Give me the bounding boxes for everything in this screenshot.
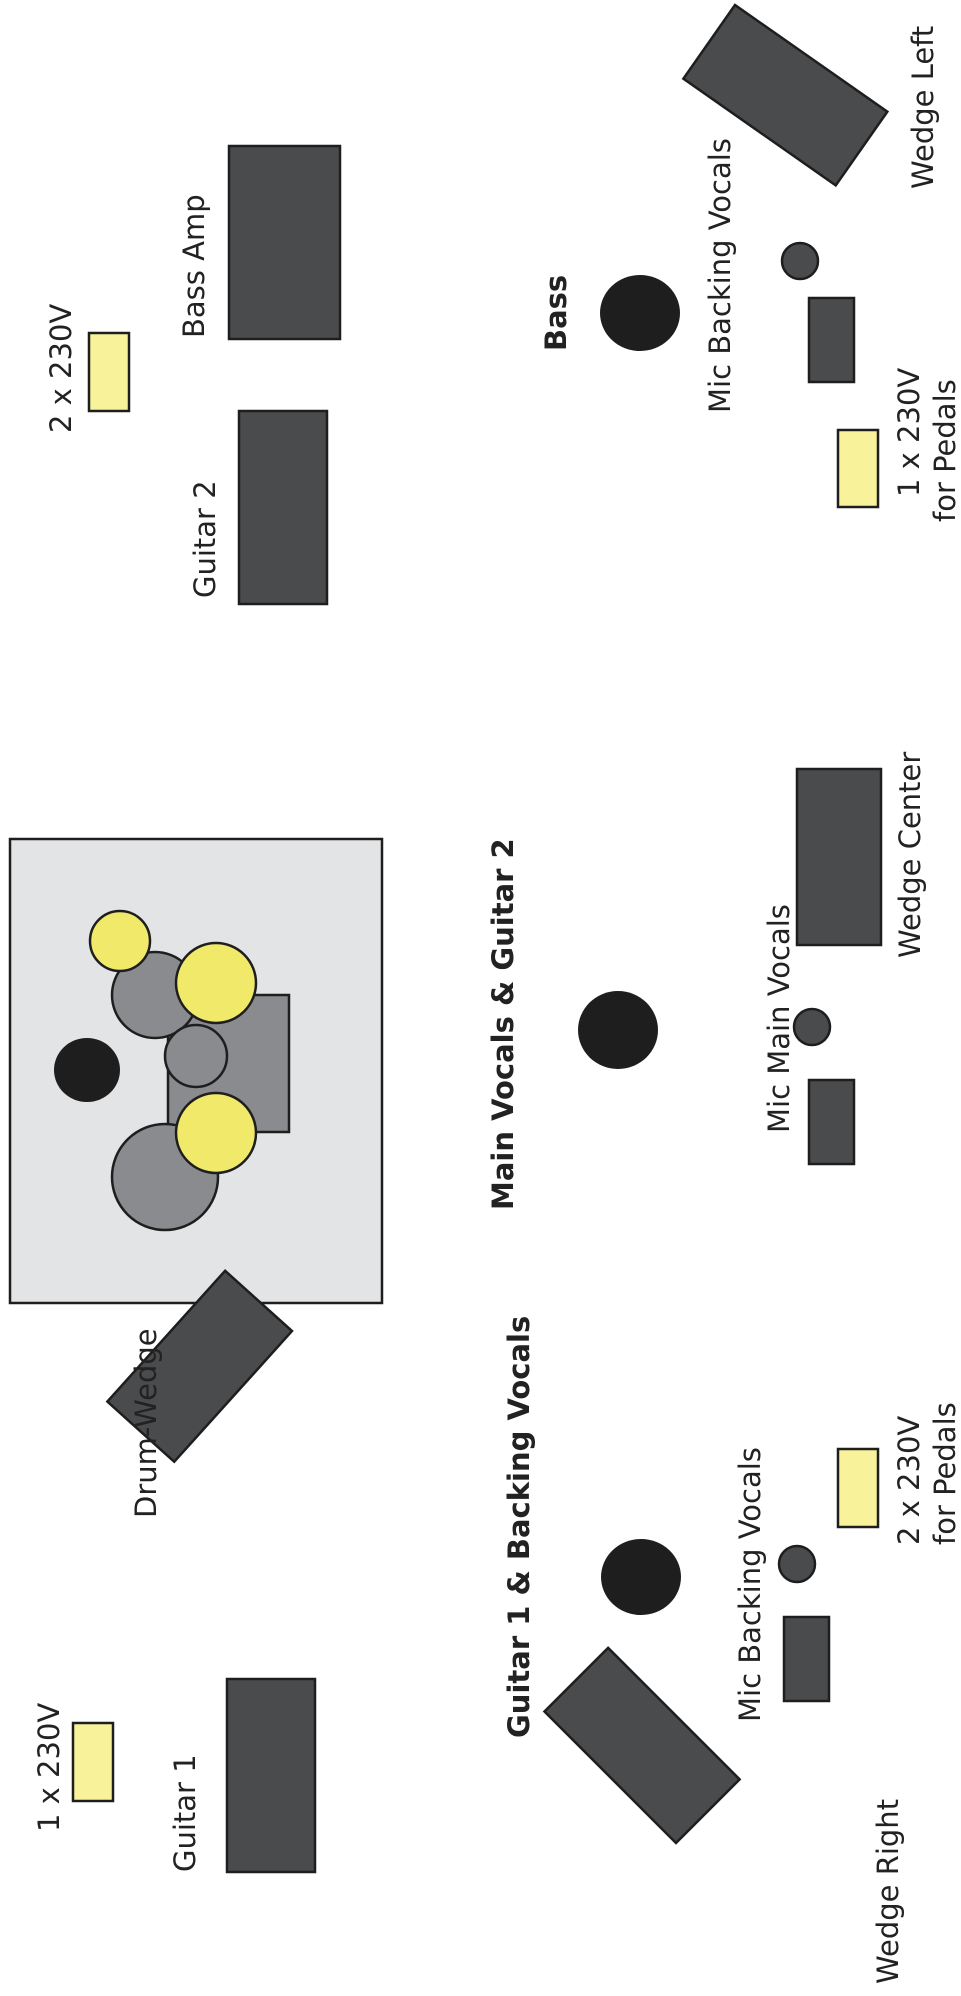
wedge-left-label: Wedge Left [906, 26, 940, 189]
guitar-2-amp-label: Guitar 2 [188, 480, 222, 598]
power-outlet-pedals-top [836, 428, 880, 509]
power-outlet-1x230v-bottom-label: 1 x 230V [32, 1703, 66, 1832]
cymbal-hihat [174, 1091, 258, 1175]
mic-stand-base-top [807, 296, 856, 384]
bass-player [600, 275, 680, 351]
drum-wedge [105, 1269, 294, 1464]
bass-player-label: Bass [539, 275, 573, 351]
main-vocals-player-label: Main Vocals & Guitar 2 [486, 838, 520, 1210]
mic-main-vocals [792, 1007, 832, 1047]
guitar1-player-label: Guitar 1 & Backing Vocals [502, 1316, 536, 1738]
main-vocals-player [578, 991, 658, 1069]
guitar-2-amp [237, 409, 329, 606]
guitar-1-amp [225, 1677, 317, 1874]
snare-drum [163, 1023, 229, 1089]
wedge-center [795, 767, 883, 947]
power-outlet-pedals-top-label-line2: for Pedals [928, 379, 961, 522]
power-outlet-pedals-bottom-label-line2: for Pedals [928, 1402, 961, 1545]
mic-stand-base-bottom [782, 1615, 831, 1703]
bass-amp-label: Bass Amp [177, 194, 211, 338]
wedge-left [681, 3, 890, 188]
wedge-right [542, 1646, 742, 1845]
guitar1-player [601, 1539, 681, 1615]
mic-backing-vocals-top [780, 241, 820, 281]
power-outlet-pedals-bottom-label-line1: 2 x 230V [892, 1416, 926, 1545]
cymbal-small [88, 909, 152, 973]
mic-backing-vocals-top-label: Mic Backing Vocals [703, 138, 737, 413]
power-outlet-pedals-top-label-line1: 1 x 230V [892, 368, 926, 497]
mic-backing-vocals-bottom-label: Mic Backing Vocals [733, 1447, 767, 1722]
power-outlet-1x230v-bottom [71, 1721, 115, 1803]
guitar-1-amp-label: Guitar 1 [168, 1754, 202, 1872]
drum-wedge-label: Drum-Wedge [129, 1328, 163, 1518]
mic-main-vocals-label: Mic Main Vocals [762, 904, 796, 1133]
bass-amp [227, 144, 342, 341]
drummer [54, 1038, 120, 1102]
power-outlet-2x230v-top-label: 2 x 230V [44, 304, 78, 433]
mic-backing-vocals-bottom [777, 1544, 817, 1584]
wedge-center-label: Wedge Center [893, 752, 927, 958]
mic-stand-base-main [807, 1078, 856, 1166]
power-outlet-pedals-bottom [836, 1447, 880, 1529]
power-outlet-2x230v-top [87, 331, 131, 413]
cymbal-crash [174, 941, 258, 1025]
wedge-right-label: Wedge Right [871, 1799, 905, 1984]
